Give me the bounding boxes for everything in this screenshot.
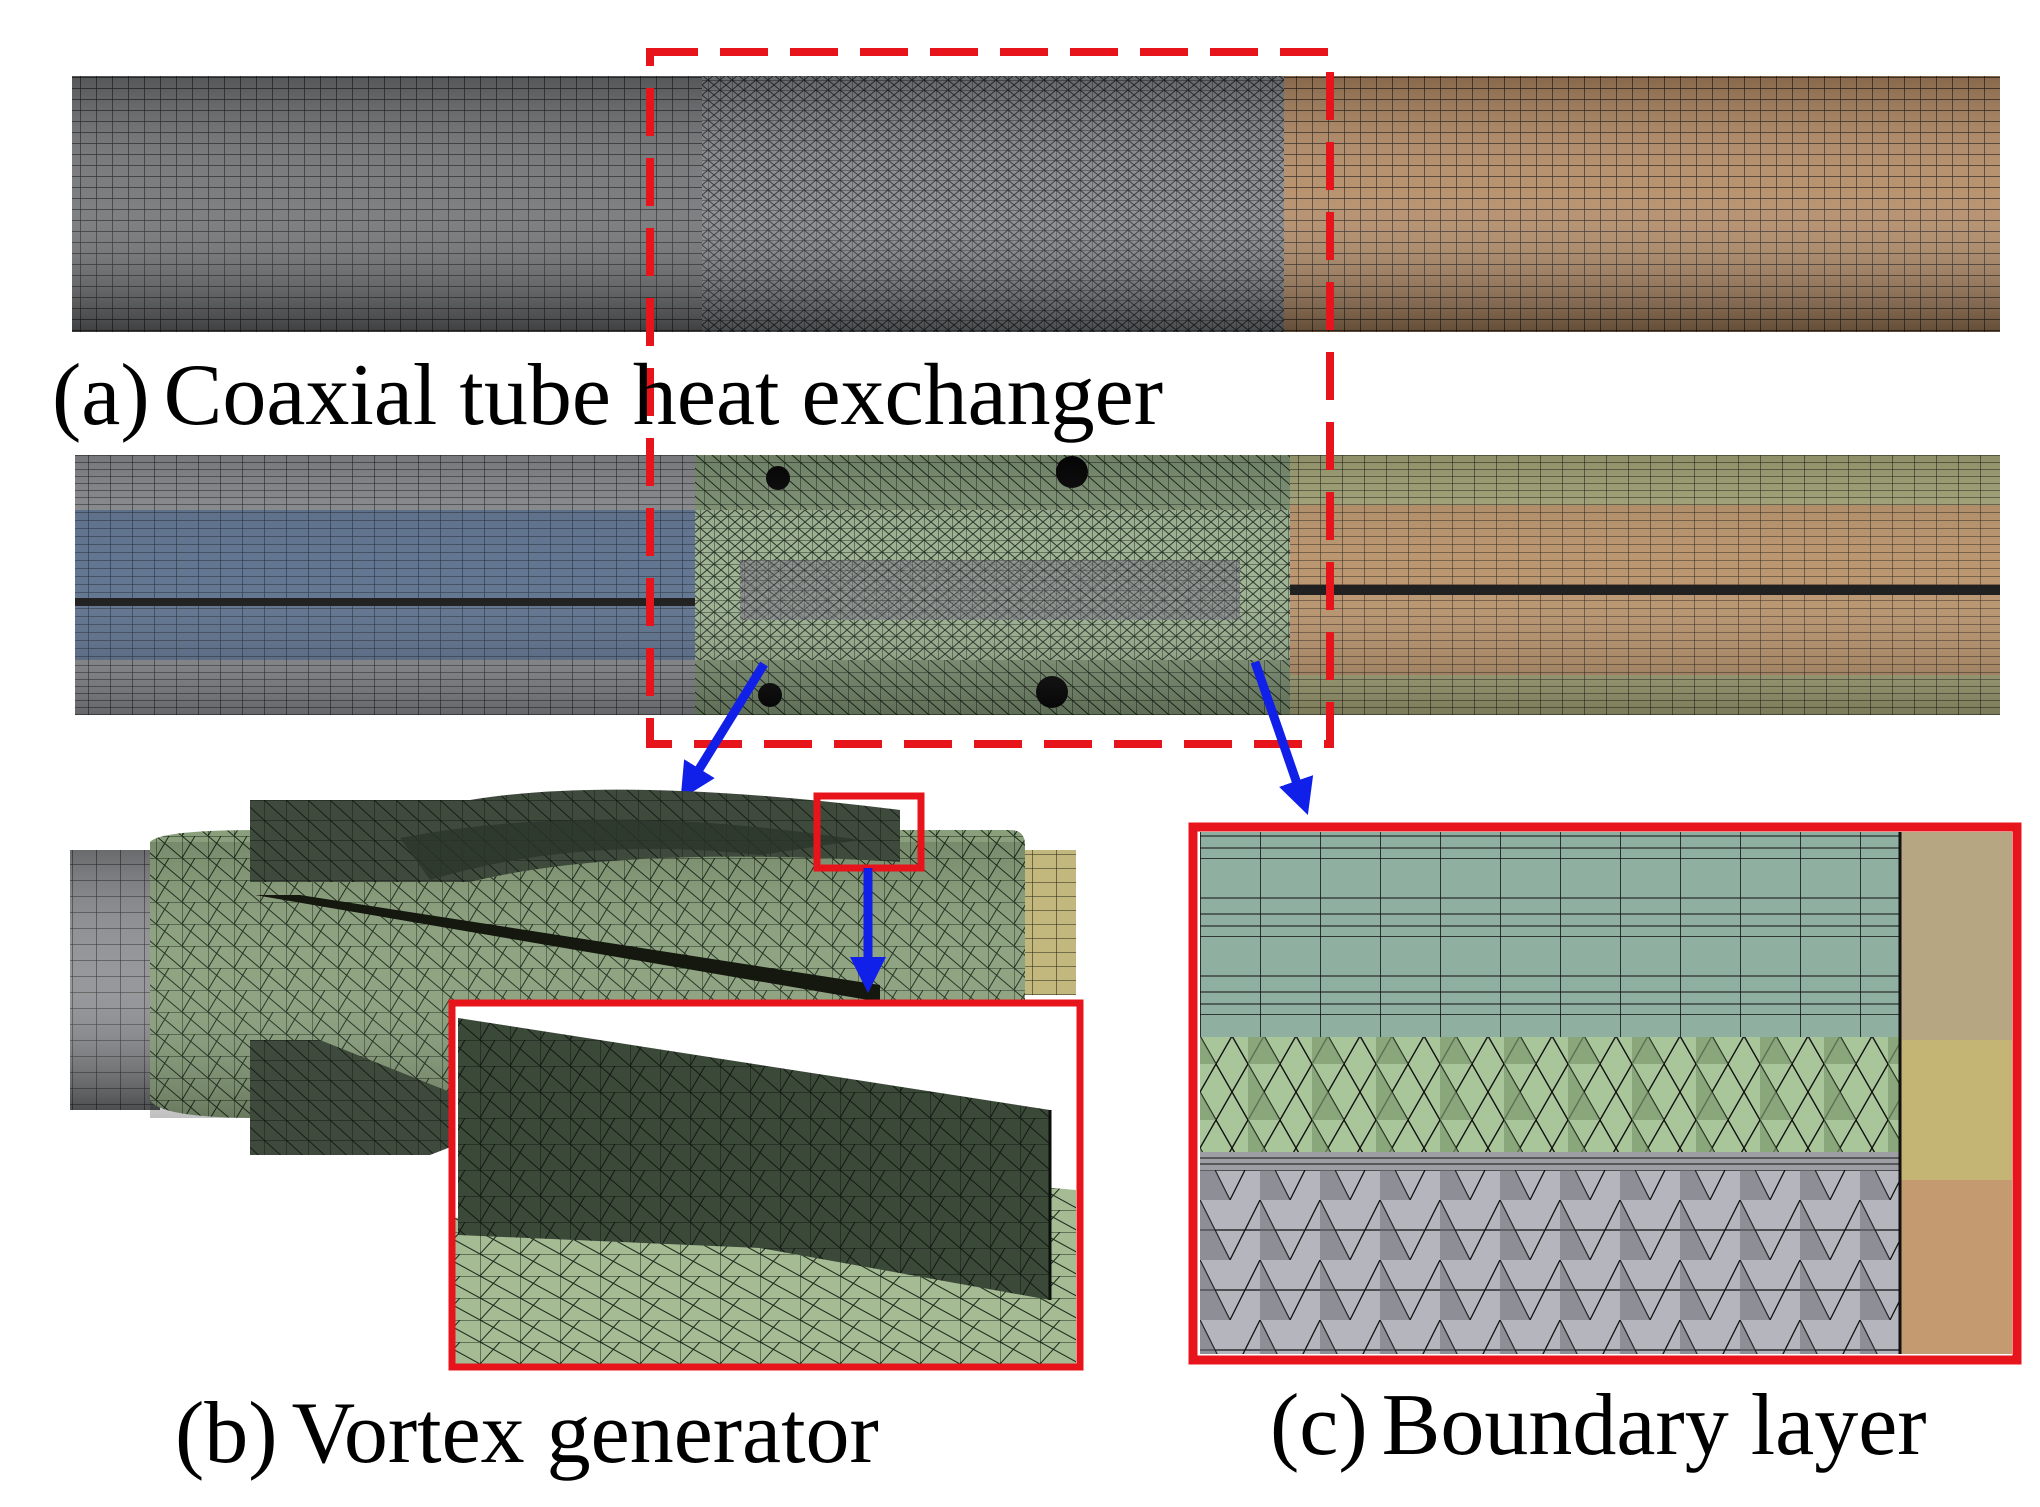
caption-c-tag: (c) [1270, 1377, 1368, 1474]
zoom-inset [448, 999, 1084, 1371]
caption-b-tag: (b) [175, 1385, 278, 1482]
arrow-to-vortex-generator [680, 661, 768, 800]
caption-b-text: Vortex generator [291, 1385, 879, 1482]
boundary-layer-mesh [1188, 822, 2022, 1365]
caption-a-text: Coaxial tube heat exchanger [163, 347, 1163, 444]
caption-a-tag: (a) [52, 347, 150, 444]
tube-mesh-top [72, 76, 2000, 332]
caption-b: (b)Vortex generator [175, 1390, 879, 1478]
highlight-dashed-box [646, 48, 1334, 748]
caption-c-text: Boundary layer [1381, 1377, 1927, 1474]
arrow-to-boundary-layer [1250, 660, 1314, 816]
caption-a: (a)Coaxial tube heat exchanger [52, 352, 1163, 440]
caption-c: (c)Boundary layer [1270, 1382, 1927, 1470]
tube-mesh-section [75, 455, 2000, 715]
